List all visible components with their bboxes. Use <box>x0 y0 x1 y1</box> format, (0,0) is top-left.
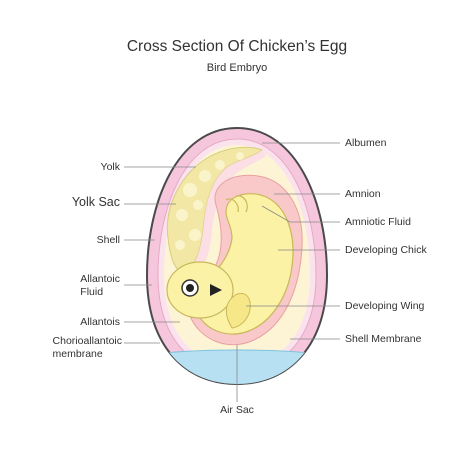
label-allantoic-fluid-line2: Fluid <box>80 286 104 298</box>
chick-beak-shape <box>210 284 222 296</box>
diagram-subtitle: Bird Embryo <box>206 62 268 74</box>
label-yolk: Yolk <box>100 161 120 173</box>
label-chorioallantoic-line2: membrane <box>52 348 103 360</box>
label-chorioallantoic-line1: Chorioallantoic <box>52 335 122 347</box>
developing-wing-shape <box>225 293 251 329</box>
label-chorioallantoic-membrane: Chorioallantoic membrane <box>53 335 122 361</box>
label-shell-membrane: Shell Membrane <box>345 333 422 345</box>
chick-head-shape <box>166 261 234 319</box>
label-allantoic-fluid: Allantoic Fluid <box>80 273 120 299</box>
label-air-sac: Air Sac <box>220 404 254 416</box>
label-allantoic-fluid-line1: Allantoic <box>80 273 120 285</box>
diagram-title: Cross Section Of Chicken’s Egg <box>126 38 348 55</box>
label-albumen: Albumen <box>345 137 387 149</box>
label-developing-wing: Developing Wing <box>345 300 425 312</box>
label-allantois: Allantois <box>80 316 120 328</box>
label-shell: Shell <box>96 234 120 246</box>
label-developing-chick: Developing Chick <box>345 244 427 256</box>
yolk-sac-shape <box>186 150 266 280</box>
label-yolk-sac: Yolk Sac <box>71 195 120 209</box>
label-amniotic-fluid: Amniotic Fluid <box>345 216 411 228</box>
label-amnion: Amnion <box>345 188 381 200</box>
